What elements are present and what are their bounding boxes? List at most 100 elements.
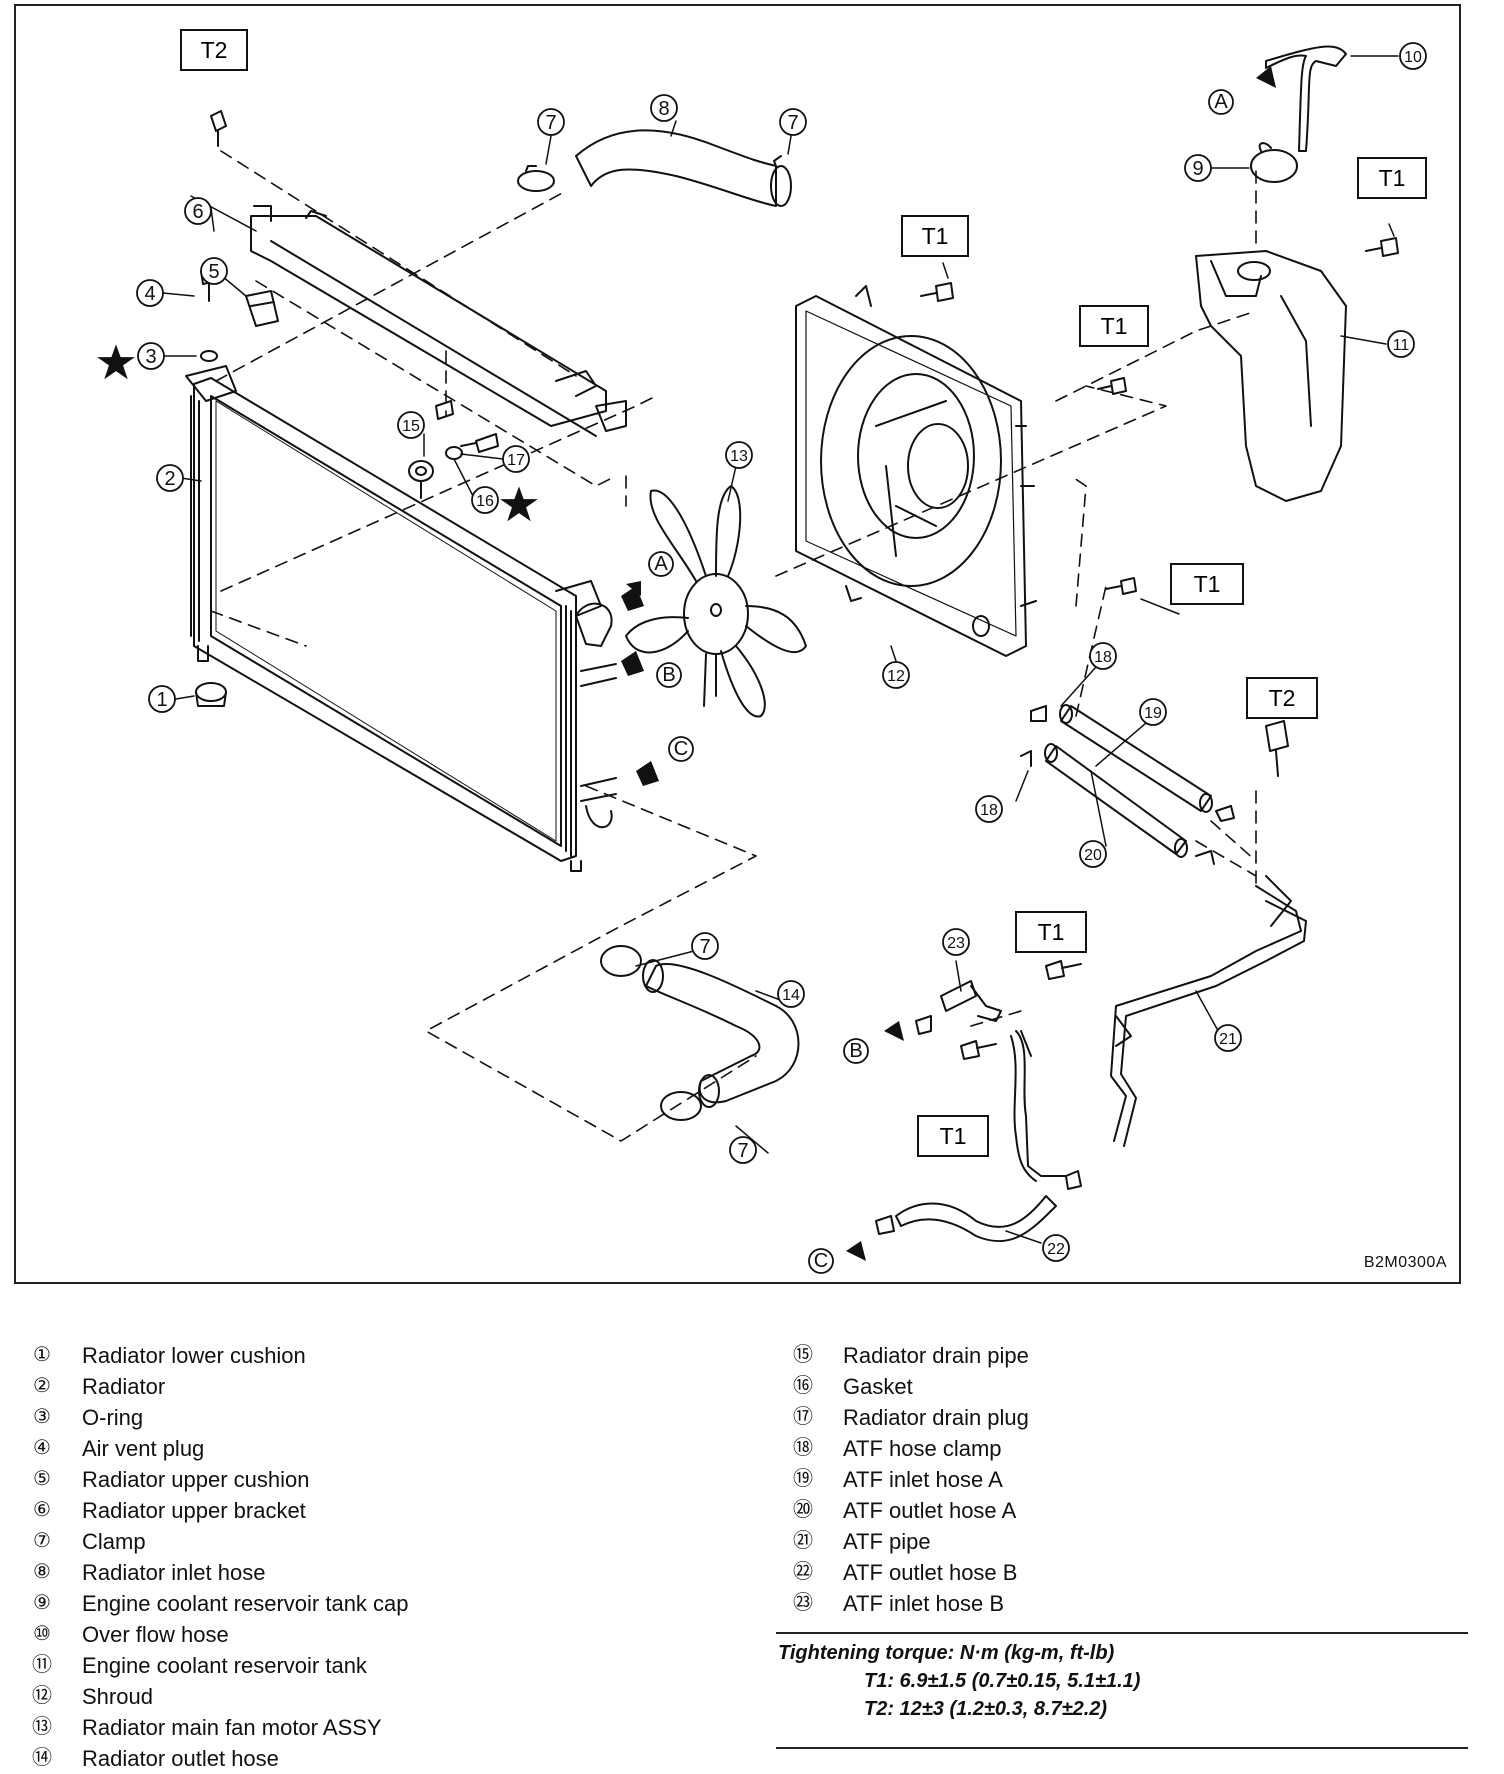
legend-label: Radiator upper bracket (82, 1498, 306, 1523)
callout-18-b: 18 (980, 802, 998, 819)
legend-item: ⑱ ATF hose clamp (783, 1433, 1029, 1464)
callout-18-a: 18 (1094, 649, 1112, 666)
legend-number: ⑲ (793, 1468, 813, 1490)
arrow-letter-a-radiator: A (654, 553, 668, 575)
callout-19: 19 (1144, 705, 1162, 722)
legend-item: ⑤ Radiator upper cushion (22, 1464, 409, 1495)
legend-number: ① (33, 1344, 51, 1366)
legend-label: Air vent plug (82, 1436, 205, 1461)
torque-box-t2-top: T2 (201, 37, 228, 63)
callout-16: 16 (476, 493, 494, 510)
callout-13: 13 (730, 448, 748, 465)
torque-bottom-rule (776, 1747, 1468, 1749)
reservoir-drawing (1195, 45, 1347, 502)
arrow-letter-circles (648, 89, 1234, 1274)
flow-arrow-b-radiator (621, 651, 644, 676)
torque-box-t1-shroud-bottom: T1 (1194, 571, 1221, 597)
legend-item: ㉒ ATF outlet hose B (783, 1557, 1029, 1588)
legend-label: Radiator upper cushion (82, 1467, 310, 1492)
callout-11: 11 (1393, 337, 1410, 354)
callout-10: 10 (1404, 49, 1422, 66)
callout-12: 12 (887, 668, 905, 685)
small-parts-drawing (195, 237, 1399, 1060)
legend-label: O-ring (82, 1405, 144, 1430)
legend-number: ② (33, 1375, 51, 1397)
legend-number: ㉑ (793, 1530, 813, 1552)
callout-21: 21 (1219, 1031, 1237, 1048)
legend-number: ⑤ (33, 1468, 51, 1490)
upper-bracket-drawing (210, 110, 627, 437)
legend-label: ATF pipe (843, 1529, 931, 1554)
torque-t2: T2: 12±3 (1.2±0.3, 8.7±2.2) (864, 1698, 1108, 1720)
arrow-letter-a-reservoir: A (1214, 91, 1228, 113)
legend-item: ② Radiator (22, 1371, 409, 1402)
legend-label: ATF inlet hose A (843, 1467, 1003, 1492)
legend-label: Gasket (843, 1374, 913, 1399)
torque-box-t1-shroud-right: T1 (1101, 313, 1128, 339)
legend-label: Radiator lower cushion (82, 1343, 306, 1368)
legend-label: Clamp (82, 1529, 146, 1554)
legend-number: ⑧ (33, 1561, 51, 1583)
legend-label: Radiator outlet hose (82, 1746, 279, 1771)
shroud-drawing (795, 285, 1037, 657)
callout-7-a: 7 (545, 112, 556, 134)
assembly-lines (210, 150, 1257, 1142)
atf-hoses-a-drawing (1020, 704, 1235, 865)
torque-t1: T1: 6.9±1.5 (0.7±0.15, 5.1±1.1) (864, 1670, 1141, 1692)
callout-7-b: 7 (787, 112, 798, 134)
arrow-letter-b-atf: B (849, 1040, 862, 1062)
legend-number: ⑭ (32, 1747, 52, 1769)
legend-number: ㉒ (793, 1561, 813, 1583)
legend-item: ⑲ ATF inlet hose A (783, 1464, 1029, 1495)
callout-7-c: 7 (699, 936, 710, 958)
arrow-letter-c-atf: C (814, 1250, 828, 1272)
arrow-letter-c-radiator: C (674, 738, 688, 760)
legend-item: ⑦ Clamp (22, 1526, 409, 1557)
legend-number: ③ (33, 1406, 51, 1428)
legend-left: ① Radiator lower cushion ② Radiator ③ O-ring ④… (22, 1340, 409, 1774)
outlet-hose-drawing (600, 945, 800, 1121)
torque-box-t1-shroud-top: T1 (922, 223, 949, 249)
legend-label: Radiator drain plug (843, 1405, 1029, 1430)
callout-6: 6 (192, 201, 203, 223)
torque-box-t2-atf: T2 (1269, 685, 1296, 711)
callout-7-d: 7 (737, 1140, 748, 1162)
legend-label: Radiator drain pipe (843, 1343, 1029, 1368)
callout-17: 17 (507, 452, 525, 469)
legend-number: ④ (33, 1437, 51, 1459)
legend-number: ⑦ (33, 1530, 51, 1552)
legend-number: ⑪ (32, 1654, 52, 1676)
legend-label: ATF hose clamp (843, 1436, 1002, 1461)
callout-9: 9 (1192, 158, 1203, 180)
torque-specification: Tightening torque: N·m (kg-m, ft-lb) T1:… (776, 1632, 1468, 1749)
flow-arrow-a-reservoir (1256, 66, 1276, 88)
callout-1: 1 (156, 689, 167, 711)
legend-label: ATF outlet hose B (843, 1560, 1018, 1585)
legend-number: ⑫ (32, 1685, 52, 1707)
legend-label: ATF inlet hose B (843, 1591, 1004, 1616)
inlet-hose-drawing (517, 129, 792, 207)
torque-top-rule (776, 1632, 1468, 1634)
legend-number: ⑥ (33, 1499, 51, 1521)
arrow-letters: A A B C B C (654, 91, 1228, 1272)
legend-number: ⑬ (32, 1716, 52, 1738)
legend-number: ㉓ (793, 1592, 813, 1614)
torque-boxes: T2 T1 T1 T1 T1 T2 T1 T1 (180, 29, 1427, 1157)
legend-label: Radiator inlet hose (82, 1560, 266, 1585)
legend-item: ㉑ ATF pipe (783, 1526, 1029, 1557)
fan-drawing (625, 485, 807, 718)
callout-14: 14 (782, 987, 800, 1004)
legend-label: Radiator main fan motor ASSY (82, 1715, 382, 1740)
callout-4: 4 (144, 283, 155, 305)
atf-outlet-b-drawing (875, 1170, 1082, 1243)
legend-number: ⑱ (793, 1437, 813, 1459)
legend-label: Radiator (82, 1374, 166, 1399)
flow-arrow-c-radiator (636, 761, 659, 786)
diagram-canvas: T2 T1 T1 T1 T1 T2 T1 T1 1 2 3 4 5 6 (97, 29, 1427, 1274)
